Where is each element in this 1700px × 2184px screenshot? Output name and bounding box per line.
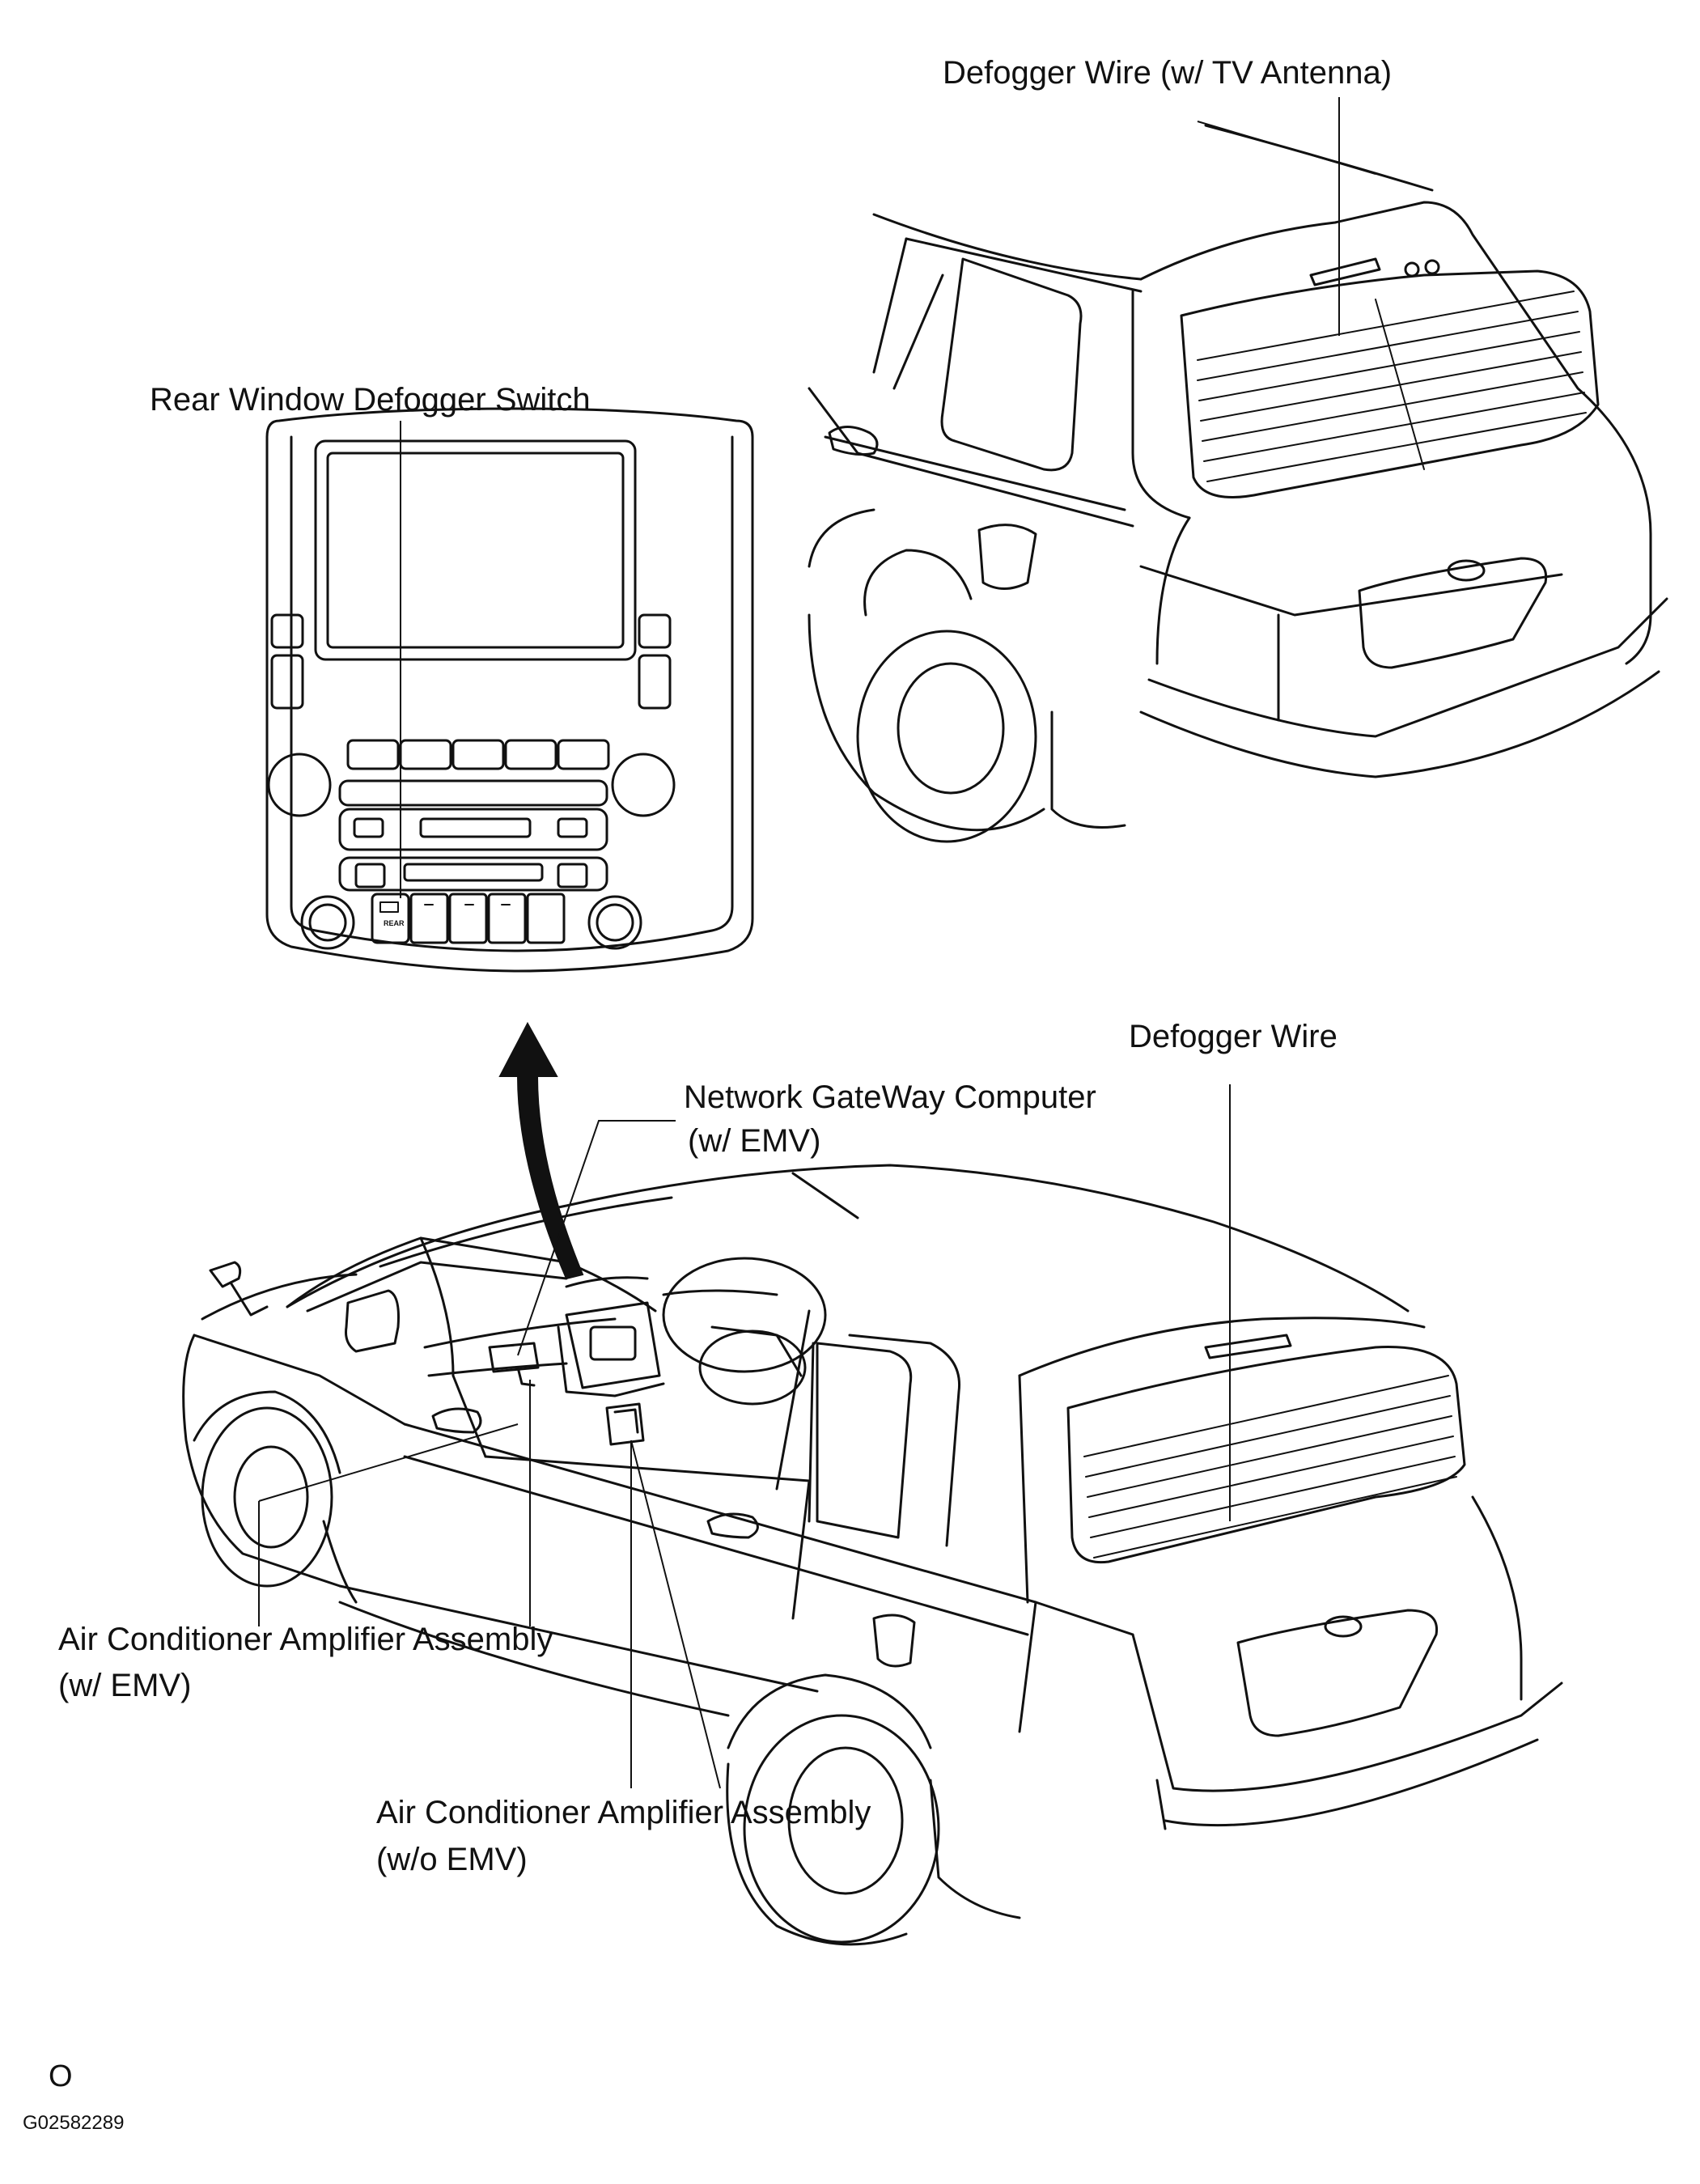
figure-code: G02582289 [23,2112,125,2134]
label-ac-amplifier-emv-qualifier: (w/ EMV) [58,1668,192,1703]
rear-vehicle-top [808,124,1668,843]
pointer-arrow [498,1021,584,1280]
label-defogger-wire-tv-antenna: Defogger Wire (w/ TV Antenna) [943,55,1393,91]
leader-lines [258,97,1376,1789]
rear-button-text: REAR [384,919,405,927]
label-defogger-wire: Defogger Wire [1129,1019,1338,1054]
label-network-gateway-qualifier: (w/ EMV) [688,1123,821,1159]
label-ac-amplifier-emv: Air Conditioner Amplifier Assembly [58,1622,553,1657]
label-network-gateway-computer: Network GateWay Computer [684,1079,1096,1115]
vehicle-three-quarter-view [182,1164,1563,1946]
label-ac-amplifier-no-emv-qualifier: (w/o EMV) [376,1842,528,1877]
page-mark: O [49,2059,73,2093]
label-ac-amplifier-no-emv: Air Conditioner Amplifier Assembly [376,1795,871,1830]
center-console-panel [265,407,754,973]
label-rear-window-defogger-switch: Rear Window Defogger Switch [150,382,591,418]
